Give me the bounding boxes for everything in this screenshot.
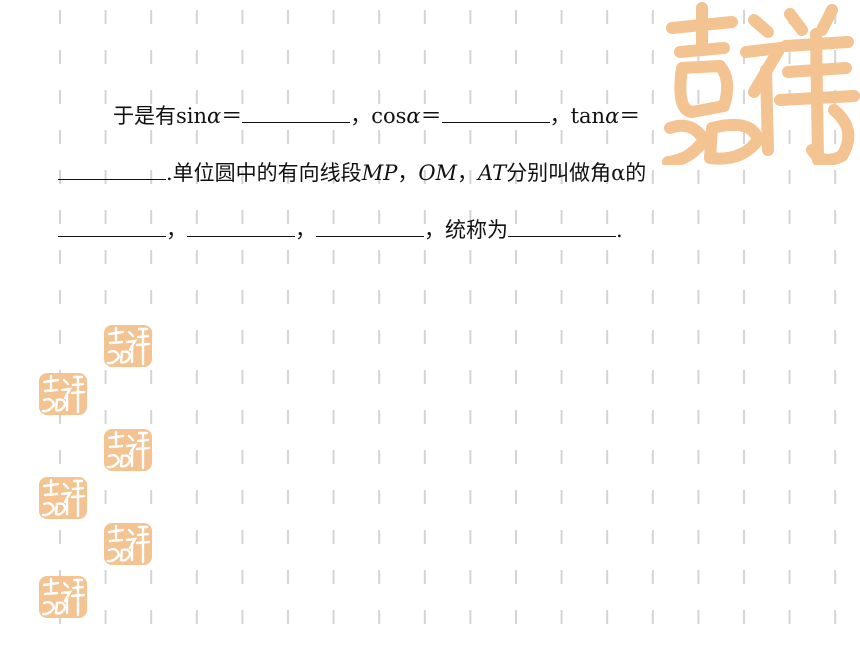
text-tan: ，tan [549, 104, 606, 128]
comma: ， [457, 161, 479, 185]
text-called-angle: 分别叫做角 [506, 161, 612, 185]
ji-xiang-seal-icon [38, 476, 88, 520]
comma: ， [166, 218, 187, 242]
equals-sign: ＝ [619, 104, 641, 128]
alpha-symbol: α [611, 161, 626, 185]
math-fill-in-paragraph: 于是有sinα＝，cosα＝，tanα＝ .单位圆中的有向线段MP，OM，AT分… [58, 88, 798, 259]
alpha-symbol: α [406, 104, 421, 128]
text-cos: ，cos [350, 104, 407, 128]
cosine-line-blank[interactable] [187, 235, 295, 237]
segment-mp: MP [361, 161, 398, 185]
ji-xiang-seal-icon [38, 575, 88, 619]
sentence-line-2: .单位圆中的有向线段MP，OM，AT分别叫做角α的 [58, 145, 798, 202]
alpha-symbol: α [207, 104, 222, 128]
text-de: 的 [625, 161, 647, 185]
period: . [616, 218, 623, 242]
sin-answer-blank[interactable] [242, 121, 351, 123]
sine-line-blank[interactable] [58, 235, 166, 237]
ji-xiang-seal-icon [38, 372, 88, 416]
segment-om: OM [418, 161, 458, 185]
equals-sign: ＝ [420, 104, 442, 128]
text-collectively-called: ，统称为 [424, 218, 508, 242]
equals-sign: ＝ [221, 104, 243, 128]
comma: ， [397, 161, 419, 185]
comma: ， [295, 218, 316, 242]
cos-answer-blank[interactable] [441, 121, 550, 123]
sentence-line-1: 于是有sinα＝，cosα＝，tanα＝ [58, 88, 798, 145]
ji-xiang-seal-icon [103, 522, 153, 566]
alpha-symbol: α [605, 104, 620, 128]
trig-lines-blank[interactable] [508, 235, 616, 237]
segment-at: AT [478, 161, 507, 185]
tan-answer-blank[interactable] [58, 178, 166, 180]
ji-xiang-seal-icon [662, 2, 860, 165]
ji-xiang-seal-icon [103, 324, 153, 368]
text-unit-circle-segments: .单位圆中的有向线段 [166, 161, 362, 185]
ji-xiang-seal-icon [103, 428, 153, 472]
tangent-line-blank[interactable] [316, 235, 424, 237]
sentence-line-3: ， ， ，统称为. [58, 202, 798, 259]
text-yu-shi-you-sin: 于是有sin [113, 104, 208, 128]
